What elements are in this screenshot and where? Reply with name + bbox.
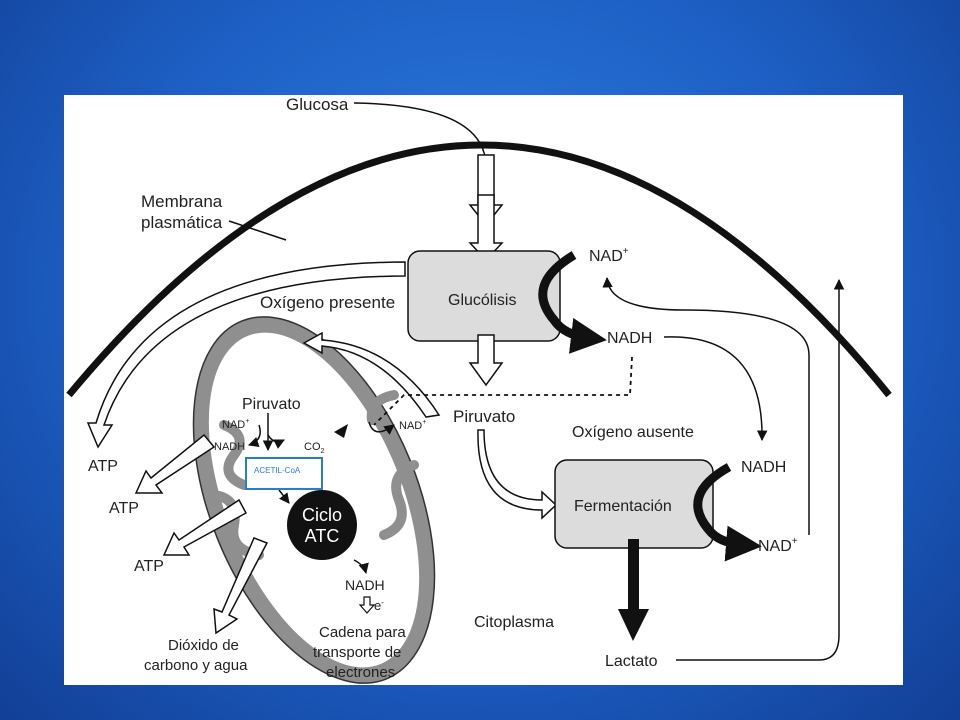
label-citoplasma: Citoplasma — [474, 614, 554, 631]
to-piruvato-arrow — [468, 334, 504, 387]
label-fermentacion: Fermentación — [574, 498, 672, 515]
label-atp-2: ATP — [109, 500, 139, 517]
label-oxigeno-presente: Oxígeno presente — [260, 293, 395, 312]
label-piruvato-mito: Piruvato — [242, 396, 301, 413]
atp-arrow-2 — [134, 433, 216, 494]
dotted-path — [373, 356, 633, 426]
label-atc: ATC — [305, 526, 340, 546]
metabolism-diagram: Glucosa Membrana plasmática Glucólisis N… — [66, 95, 892, 684]
label-acetil-coa: ACETIL-CoA — [254, 466, 301, 475]
ferm-redox-arrow — [693, 463, 762, 562]
label-dioxido-1: Dióxido de — [168, 637, 239, 654]
label-cadena-3: electrones — [326, 664, 395, 681]
acetil-coa-box — [245, 457, 323, 490]
diagram-panel: Glucosa Membrana plasmática Glucólisis N… — [64, 95, 903, 685]
label-nad-ferm: NAD+ — [758, 536, 798, 555]
label-nad-mito: NAD+ — [222, 418, 249, 431]
label-membrana-2: plasmática — [141, 213, 223, 232]
label-lactato: Lactato — [605, 653, 658, 670]
small-triangle-arrow — [334, 424, 348, 438]
atp-arrow-3 — [162, 498, 248, 556]
label-piruvato-center: Piruvato — [453, 407, 515, 426]
label-dioxido-2: carbono y agua — [144, 657, 248, 674]
lactato-arrow-head — [618, 609, 649, 641]
mito-split-arrow — [267, 434, 285, 449]
ciclo-to-nadh-arrow — [353, 559, 369, 575]
label-membrana-1: Membrana — [141, 192, 223, 211]
nad-return-line — [602, 276, 810, 535]
dioxido-arrow — [213, 537, 269, 635]
acetil-to-ciclo-arrow — [278, 489, 290, 504]
label-oxigeno-ausente: Oxígeno ausente — [572, 424, 694, 441]
membrane-leader — [228, 220, 287, 241]
label-nadh-ferm: NADH — [741, 459, 786, 476]
nadh-to-ferm-line — [663, 336, 768, 442]
label-co2: CO2 — [304, 441, 325, 455]
label-nadh-top: NADH — [607, 330, 652, 347]
lactato-return-line — [676, 278, 845, 661]
label-cadena-2: transporte de — [313, 644, 401, 661]
label-electron: e- — [374, 598, 384, 613]
electron-down-arrow — [358, 596, 376, 614]
lactato-arrow-shaft — [628, 539, 639, 611]
glucolisis-redox-arrow — [538, 251, 607, 354]
piruvato-to-ferm-arrow — [477, 429, 558, 520]
piruvato-into-mito-arrow — [302, 331, 441, 418]
label-glucosa: Glucosa — [286, 95, 349, 114]
label-atp-1: ATP — [88, 458, 118, 475]
label-atp-3: ATP — [134, 558, 164, 575]
nad-to-nadh-arrow — [248, 424, 261, 447]
nad-small-arrow — [368, 421, 395, 435]
label-nad-plus-top: NAD+ — [589, 246, 629, 265]
label-nadh-mito: NADH — [214, 441, 245, 453]
label-ciclo: Ciclo — [302, 505, 342, 525]
label-nadh-lower: NADH — [345, 577, 385, 593]
glucose-path-line — [353, 102, 487, 166]
label-glucolisis: Glucólisis — [448, 292, 516, 309]
label-cadena-1: Cadena para — [319, 624, 406, 641]
atp-top-hollow-arrow — [86, 261, 406, 449]
label-nad-small: NAD+ — [399, 419, 426, 432]
ciclo-atc-circle — [287, 490, 357, 560]
